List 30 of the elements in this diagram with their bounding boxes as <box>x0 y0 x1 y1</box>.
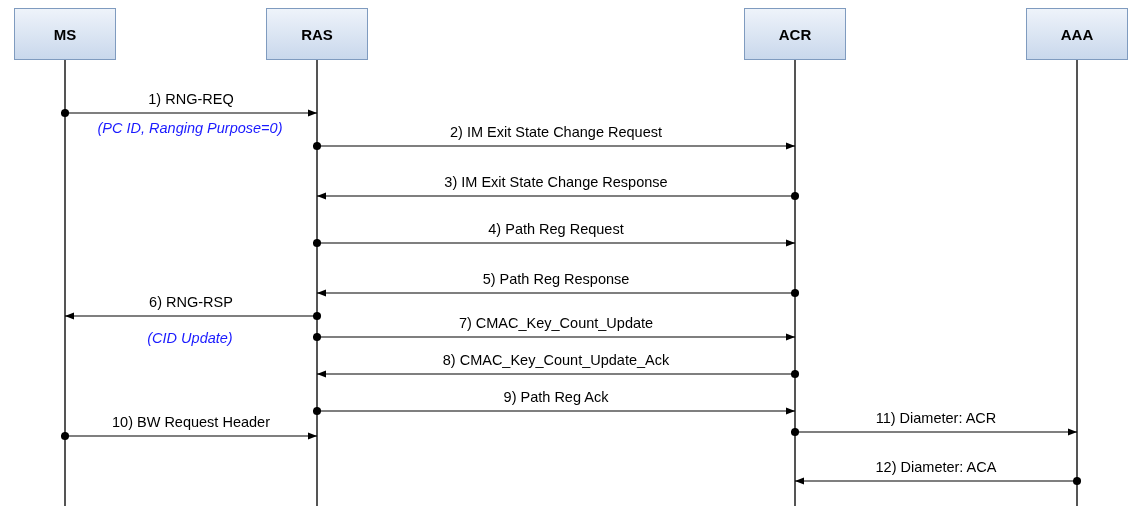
edge-label: 5) Path Reg Response <box>482 271 630 287</box>
edge-label: 6) RNG-RSP <box>149 294 233 310</box>
message-arrow <box>312 406 796 416</box>
participant-box: ACR <box>744 8 846 60</box>
message-arrow <box>794 476 1082 486</box>
message-arrow <box>316 191 800 201</box>
message-note: (PC ID, Ranging Purpose=0) <box>97 120 283 136</box>
message-arrow <box>64 311 322 321</box>
edge-label: 10) BW Request Header <box>112 414 270 430</box>
participant-box: AAA <box>1026 8 1128 60</box>
edge-label: 2) IM Exit State Change Request <box>450 124 662 140</box>
edge-label: 11) Diameter: ACR <box>875 410 997 426</box>
participant-box: RAS <box>266 8 368 60</box>
participant-box: MS <box>14 8 116 60</box>
message-arrow <box>790 427 1078 437</box>
message-arrow <box>312 332 796 342</box>
message-note: (CID Update) <box>147 330 233 346</box>
edge-label: 7) CMAC_Key_Count_Update <box>458 315 654 331</box>
edge-label: 12) Diameter: ACA <box>875 459 997 475</box>
edge-label: 4) Path Reg Request <box>488 221 624 237</box>
message-arrow <box>60 431 318 441</box>
message-arrow <box>312 238 796 248</box>
message-arrow <box>312 141 796 151</box>
edge-label: 1) RNG-REQ <box>148 91 234 107</box>
edge-label: 8) CMAC_Key_Count_Update_Ack <box>442 352 670 368</box>
edge-label: 3) IM Exit State Change Response <box>444 174 668 190</box>
message-arrow <box>316 369 800 379</box>
message-arrow <box>60 108 318 118</box>
edge-label: 9) Path Reg Ack <box>503 389 609 405</box>
message-arrow <box>316 288 800 298</box>
